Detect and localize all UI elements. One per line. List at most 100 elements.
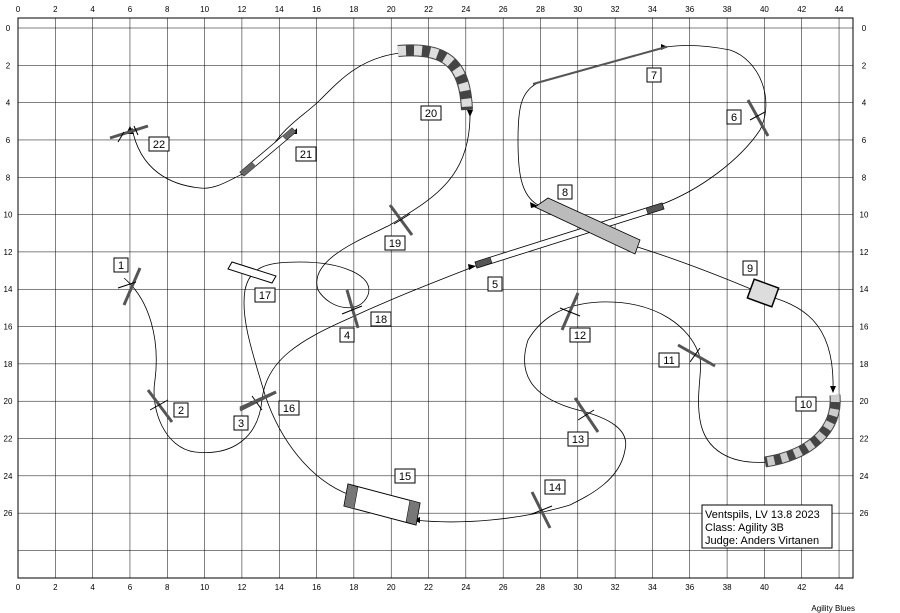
axis-tick-label: 0 (862, 24, 867, 33)
axis-tick-label: 40 (760, 5, 769, 14)
svg-text:20: 20 (425, 108, 437, 120)
axis-tick-label: 28 (536, 583, 545, 592)
obstacle-11-jump (677, 343, 716, 368)
axis-tick-label: 36 (685, 583, 694, 592)
obstacle-9-table (746, 278, 780, 308)
axis-tick-label: 2 (53, 5, 58, 14)
svg-text:6: 6 (731, 112, 737, 124)
axis-tick-label: 12 (237, 5, 246, 14)
axis-tick-label: 32 (611, 583, 620, 592)
label-12: 12 (569, 327, 591, 343)
svg-text:13: 13 (572, 434, 584, 446)
axis-tick-label: 6 (128, 5, 133, 14)
svg-text:2: 2 (178, 405, 184, 417)
svg-text:14: 14 (549, 482, 561, 494)
svg-text:18: 18 (375, 314, 387, 326)
axis-tick-label: 8 (165, 5, 170, 14)
axis-tick-label: 22 (424, 583, 433, 592)
axis-tick-label: 34 (648, 583, 657, 592)
obstacle-10-tunnel (764, 394, 841, 468)
axis-tick-label: 4 (862, 99, 867, 108)
obstacle-1-jump (117, 267, 142, 306)
obstacle-19-jump (388, 204, 414, 236)
dog-path (123, 45, 834, 523)
svg-text:17: 17 (259, 290, 271, 302)
obstacle-2-jump (146, 389, 174, 423)
axis-tick-label: 30 (573, 583, 582, 592)
label-11: 11 (658, 352, 680, 368)
obstacle-22-jump (109, 124, 149, 143)
svg-text:12: 12 (574, 330, 586, 342)
svg-text:9: 9 (747, 263, 753, 275)
axis-tick-label: 26 (499, 5, 508, 14)
axis-tick-label: 0 (16, 583, 21, 592)
axis-tick-label: 0 (6, 24, 11, 33)
label-21: 21 (295, 146, 317, 162)
axis-tick-label: 12 (860, 248, 869, 257)
axis-tick-label: 18 (860, 360, 869, 369)
axis-tick-label: 34 (648, 5, 657, 14)
label-9: 9 (742, 260, 758, 276)
axis-tick-label: 14 (860, 285, 869, 294)
axis-tick-label: 24 (860, 472, 869, 481)
axis-tick-label: 26 (860, 509, 869, 518)
axis-tick-label: 6 (862, 136, 867, 145)
grid (17, 18, 853, 578)
axis-tick-label: 26 (499, 583, 508, 592)
obstacle-14-jump (530, 491, 553, 529)
label-22: 22 (148, 136, 170, 152)
axis-tick-label: 26 (4, 509, 13, 518)
axis-tick-label: 16 (860, 323, 869, 332)
axis-tick-label: 24 (461, 5, 470, 14)
axis-tick-label: 20 (4, 397, 13, 406)
svg-text:5: 5 (492, 279, 498, 291)
label-1: 1 (113, 257, 129, 273)
svg-text:22: 22 (153, 139, 165, 151)
label-6: 6 (726, 109, 742, 125)
label-2: 2 (173, 402, 189, 418)
obstacle-21-seesaw (239, 127, 297, 177)
obstacle-7-weave (532, 46, 667, 85)
svg-text:19: 19 (389, 238, 401, 250)
axis-tick-label: 22 (4, 435, 13, 444)
axis-tick-label: 16 (4, 323, 13, 332)
axis-tick-label: 10 (200, 583, 209, 592)
axis-tick-label: 20 (387, 5, 396, 14)
course-border (17, 17, 854, 579)
label-16: 16 (278, 400, 300, 416)
number-labels: 1 2 3 4 5 6 7 8 9 10 11 12 13 14 15 16 1… (113, 67, 817, 495)
obstacle-17-tyre (227, 261, 277, 284)
label-3: 3 (233, 415, 249, 431)
svg-text:7: 7 (651, 70, 657, 82)
axis-tick-label: 32 (611, 5, 620, 14)
obstacle-8-tunnel (534, 197, 641, 255)
axis-tick-label: 14 (275, 5, 284, 14)
label-19: 19 (384, 235, 406, 251)
axis-tick-label: 10 (860, 211, 869, 220)
axis-tick-label: 2 (6, 61, 11, 70)
svg-text:21: 21 (300, 149, 312, 161)
label-7: 7 (646, 67, 662, 83)
obstacle-13-jump (573, 397, 600, 433)
obstacle-20-tunnel (397, 44, 473, 111)
axis-tick-label: 38 (723, 583, 732, 592)
svg-text:1: 1 (118, 260, 124, 272)
label-13: 13 (567, 431, 589, 447)
axis-tick-label: 8 (862, 173, 867, 182)
axis-tick-label: 4 (90, 583, 95, 592)
info-class: Class: Agility 3B (705, 522, 784, 534)
svg-text:15: 15 (399, 471, 411, 483)
axis-tick-label: 18 (4, 360, 13, 369)
label-18: 18 (370, 311, 392, 327)
axis-tick-label: 40 (760, 583, 769, 592)
label-5: 5 (487, 276, 503, 292)
obstacle-5-dogwalk (474, 202, 665, 269)
axis-tick-label: 6 (6, 136, 11, 145)
svg-text:11: 11 (663, 355, 674, 367)
svg-text:3: 3 (238, 418, 244, 430)
label-17: 17 (254, 287, 276, 303)
axis-tick-label: 22 (860, 435, 869, 444)
label-4: 4 (339, 327, 355, 343)
svg-text:10: 10 (800, 399, 812, 411)
